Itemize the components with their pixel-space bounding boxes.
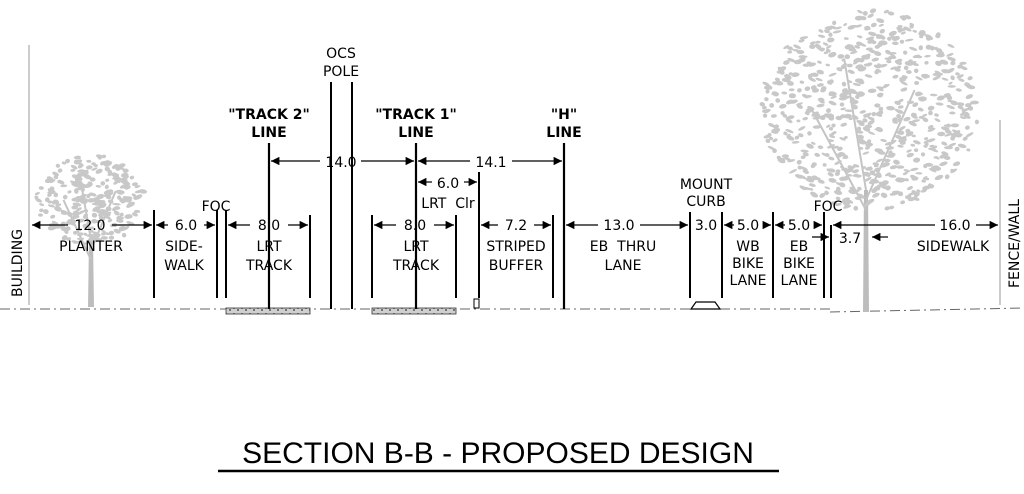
segment-boundaries bbox=[153, 172, 832, 298]
label-sidewalk-right: SIDEWALK bbox=[917, 239, 990, 255]
track2-label-2: LINE bbox=[251, 125, 286, 141]
dim-eb-bike-lane: 5.0 bbox=[788, 218, 810, 234]
tree-right bbox=[759, 8, 980, 312]
fence-wall-label: FENCE/WALL bbox=[1007, 199, 1023, 288]
dim-track1-to-h: 14.1 bbox=[475, 155, 506, 171]
label-striped-buffer-1: STRIPED bbox=[486, 239, 545, 255]
label-eb-bike-lane-2: BIKE bbox=[783, 256, 815, 272]
lrt-clearance-label: LRT Clr bbox=[421, 196, 475, 212]
label-lrt-track-1-1: LRT bbox=[403, 239, 429, 255]
label-wb-bike-lane-2: BIKE bbox=[732, 256, 764, 272]
label-planter: PLANTER bbox=[59, 239, 123, 255]
track1-label-1: "TRACK 1" bbox=[375, 107, 457, 123]
dim-striped-buffer: 7.2 bbox=[505, 218, 527, 234]
dim-mount-curb: 3.0 bbox=[695, 218, 717, 234]
section-title: SECTION B-B - PROPOSED DESIGN bbox=[242, 437, 754, 470]
label-eb-thru-lane-2: LANE bbox=[604, 258, 641, 274]
track2-label-1: "TRACK 2" bbox=[228, 107, 310, 123]
dim-lrt-track-2: 8.0 bbox=[258, 218, 280, 234]
foc-label-left: FOC bbox=[202, 199, 231, 215]
dim-lrt-track-1: 8.0 bbox=[404, 218, 426, 234]
h-line-label-2: LINE bbox=[546, 125, 581, 141]
label-lrt-track-1-2: TRACK bbox=[392, 258, 440, 274]
track1-label-2: LINE bbox=[398, 125, 433, 141]
dim-sidewalk-left: 6.0 bbox=[175, 218, 197, 234]
label-sidewalk-left-1: SIDE- bbox=[165, 239, 203, 255]
tree-left bbox=[34, 154, 148, 307]
dim-sidewalk-right: 16.0 bbox=[939, 218, 970, 234]
track1-ballast bbox=[371, 307, 457, 315]
mount-curb-label-1: MOUNT bbox=[680, 177, 733, 193]
label-wb-bike-lane-1: WB bbox=[736, 239, 759, 255]
label-eb-bike-lane-3: LANE bbox=[780, 273, 817, 289]
dim-ocs-to-track: 14.0 bbox=[325, 155, 356, 171]
dim-wb-bike-lane: 5.0 bbox=[737, 218, 759, 234]
label-eb-bike-lane-1: EB bbox=[790, 239, 808, 255]
foc-label-right: FOC bbox=[814, 199, 843, 215]
building-label: BUILDING bbox=[10, 229, 26, 297]
dim-lrt-clearance: 6.0 bbox=[437, 176, 459, 192]
label-sidewalk-left-2: WALK bbox=[164, 258, 204, 274]
label-lrt-track-2-1: LRT bbox=[256, 239, 282, 255]
lrt-curb bbox=[473, 298, 480, 309]
ground-line bbox=[0, 307, 1024, 313]
mount-curb-shape bbox=[689, 301, 722, 310]
h-line-label-1: "H" bbox=[551, 107, 577, 123]
label-wb-bike-lane-3: LANE bbox=[729, 273, 766, 289]
dim-foc-offset: 3.7 bbox=[839, 231, 861, 247]
ocs-pole-label-2: POLE bbox=[323, 64, 359, 80]
ocs-pole-label-1: OCS bbox=[326, 46, 356, 62]
dimension-lines bbox=[32, 156, 998, 242]
label-eb-thru-lane-1: EB THRU bbox=[590, 239, 656, 255]
dim-planter: 12.0 bbox=[74, 218, 105, 234]
dim-eb-thru-lane: 13.0 bbox=[603, 218, 634, 234]
mount-curb-label-2: CURB bbox=[686, 194, 725, 210]
label-lrt-track-2-2: TRACK bbox=[245, 258, 293, 274]
label-striped-buffer-2: BUFFER bbox=[489, 258, 544, 274]
